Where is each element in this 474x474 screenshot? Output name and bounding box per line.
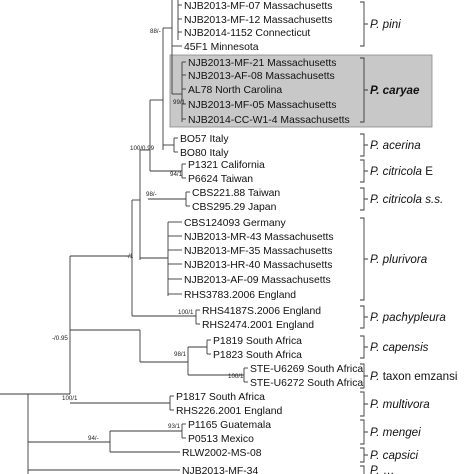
brace-capensis — [360, 335, 368, 359]
clade-label-emzansi: P. taxon emzansi — [370, 370, 457, 383]
leaf-label: NJB2013-MF-21 Massachusetts — [188, 58, 336, 69]
clade-label-multivora: P. multivora — [370, 398, 430, 411]
leaf-label: NJB2013-AF-09 Massachusetts — [184, 275, 331, 286]
leaf-label: CBS124093 Germany — [184, 218, 286, 229]
brace-citricola-e — [360, 159, 368, 183]
leaf-label: NJB2013-MF-05 Massachusetts — [188, 100, 336, 111]
clade-label-mengei: P. mengei — [370, 426, 421, 439]
leaf-label: NJB2013-MF-34 — [182, 466, 258, 474]
leaf-label: P0513 Mexico — [188, 434, 254, 445]
brace-capsici — [360, 447, 368, 463]
leaf-label: P6624 Taiwan — [188, 174, 253, 185]
leaf-label: NJB2014-1152 Connecticut — [184, 28, 310, 39]
leaf-label: RHS2474.2001 England — [202, 320, 314, 331]
support-value: 100/1 — [62, 395, 78, 402]
brace-acerina — [360, 133, 368, 157]
leaf-label: AL78 North Carolina — [188, 85, 282, 96]
clade-label-citricola-e: P. citricola E — [370, 165, 433, 178]
leaf-label: RHS3783.2006 England — [184, 290, 296, 301]
clade-label-next: P. … — [370, 464, 394, 474]
leaf-label: NJB2013-MR-43 Massachusetts — [184, 232, 334, 243]
caryae-highlight-box — [169, 54, 433, 128]
leaf-label: NJB2014-CC-W1-4 Massachusetts — [188, 115, 350, 126]
brace-pini — [360, 1, 368, 47]
support-value: 98/1 — [174, 351, 187, 358]
clade-label-capensis: P. capensis — [370, 341, 429, 354]
leaf-label: NJB2013-AF-08 Massachusetts — [188, 71, 335, 82]
leaf-label: RHS226.2001 England — [176, 406, 283, 417]
brace-caryae — [360, 57, 368, 123]
support-value: 94/1 — [170, 171, 183, 178]
leaf-label: NJB2013-MF-12 Massachusetts — [184, 15, 332, 26]
leaf-label: P1165 Guatemala — [188, 420, 271, 431]
leaf-label: P1823 South Africa — [213, 350, 302, 361]
brace-multivora — [360, 391, 368, 417]
clade-label-acerina: P. acerina — [370, 139, 421, 152]
support-value: -/1 — [126, 253, 134, 260]
leaf-label: STE-U6272 South Africa — [250, 378, 363, 389]
leaf-label: RHS4187S.2006 England — [202, 306, 321, 317]
leaf-label: STE-U6269 South Africa — [250, 364, 363, 375]
clade-label-capsici: P. capsici — [370, 449, 419, 462]
leaf-label: P1321 California — [188, 160, 265, 171]
support-value: 99/1 — [173, 99, 186, 106]
leaf-labels: NJB2013-MF-07 Massachusetts NJB2013-MF-1… — [176, 1, 363, 474]
clade-braces — [360, 1, 368, 474]
support-value: 100/0.99 — [130, 145, 155, 152]
leaf-label: P1817 South Africa — [176, 392, 265, 403]
leaf-label: NJB2013-HR-40 Massachusetts — [184, 260, 332, 271]
leaf-label: BO57 Italy — [180, 134, 229, 145]
leaf-label: P1819 South Africa — [213, 336, 302, 347]
clade-label-pachypleura: P. pachypleura — [370, 311, 446, 324]
clade-labels: P. pini P. caryae P. acerina P. citricol… — [370, 18, 457, 474]
clade-label-pini: P. pini — [370, 18, 401, 31]
clade-label-caryae: P. caryae — [370, 84, 420, 97]
support-value: -/0.95 — [52, 335, 68, 342]
leaf-label: 45F1 Minnesota — [184, 42, 259, 53]
leaf-label: NJB2013-MF-07 Massachusetts — [184, 1, 332, 12]
support-value: 100/1 — [178, 309, 194, 316]
support-value: 98/- — [146, 191, 157, 198]
leaf-label: CBS221.88 Taiwan — [192, 188, 280, 199]
brace-next — [360, 465, 365, 474]
brace-plurivora — [360, 217, 368, 301]
brace-emzansi — [360, 363, 368, 389]
leaf-label: CBS295.29 Japan — [192, 202, 277, 213]
support-value: 94/- — [88, 435, 99, 442]
support-value: 100/1 — [228, 373, 244, 380]
clade-label-citricola-ss: P. citricola s.s. — [370, 193, 443, 206]
tree-branches — [0, 0, 248, 474]
leaf-label: NJB2013-MF-35 Massachusetts — [184, 246, 332, 257]
brace-citricola-ss — [360, 187, 368, 211]
clade-label-plurivora: P. plurivora — [370, 253, 428, 266]
support-values: 88/- 99/1 100/0.99 94/1 98/- -/1 100/1 -… — [52, 28, 244, 442]
support-value: 88/- — [150, 28, 161, 35]
support-value: 93/1 — [168, 423, 181, 430]
leaf-label: BO80 Italy — [180, 148, 229, 159]
leaf-label: RLW2002-MS-08 — [182, 448, 262, 459]
brace-mengei — [360, 419, 368, 445]
brace-pachypleura — [360, 305, 368, 329]
